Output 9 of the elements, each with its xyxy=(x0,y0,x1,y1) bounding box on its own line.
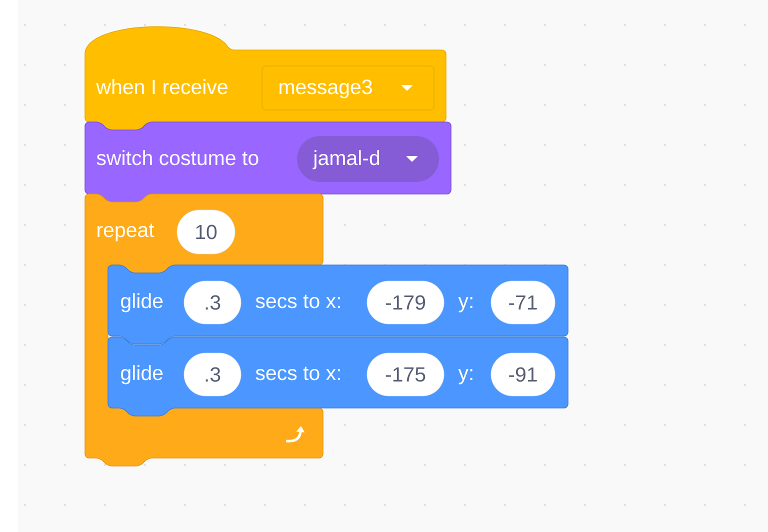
number-input: .3 xyxy=(184,352,242,396)
number-input: -71 xyxy=(490,280,556,324)
number-input: -179 xyxy=(366,280,444,324)
dropdown-menu: message3 xyxy=(262,66,434,110)
number-input: -91 xyxy=(490,352,556,396)
number-input: -175 xyxy=(366,352,444,396)
number-input: .3 xyxy=(184,280,242,324)
number-input: 10 xyxy=(176,210,236,254)
dropdown-menu: jamal-d xyxy=(297,136,439,182)
